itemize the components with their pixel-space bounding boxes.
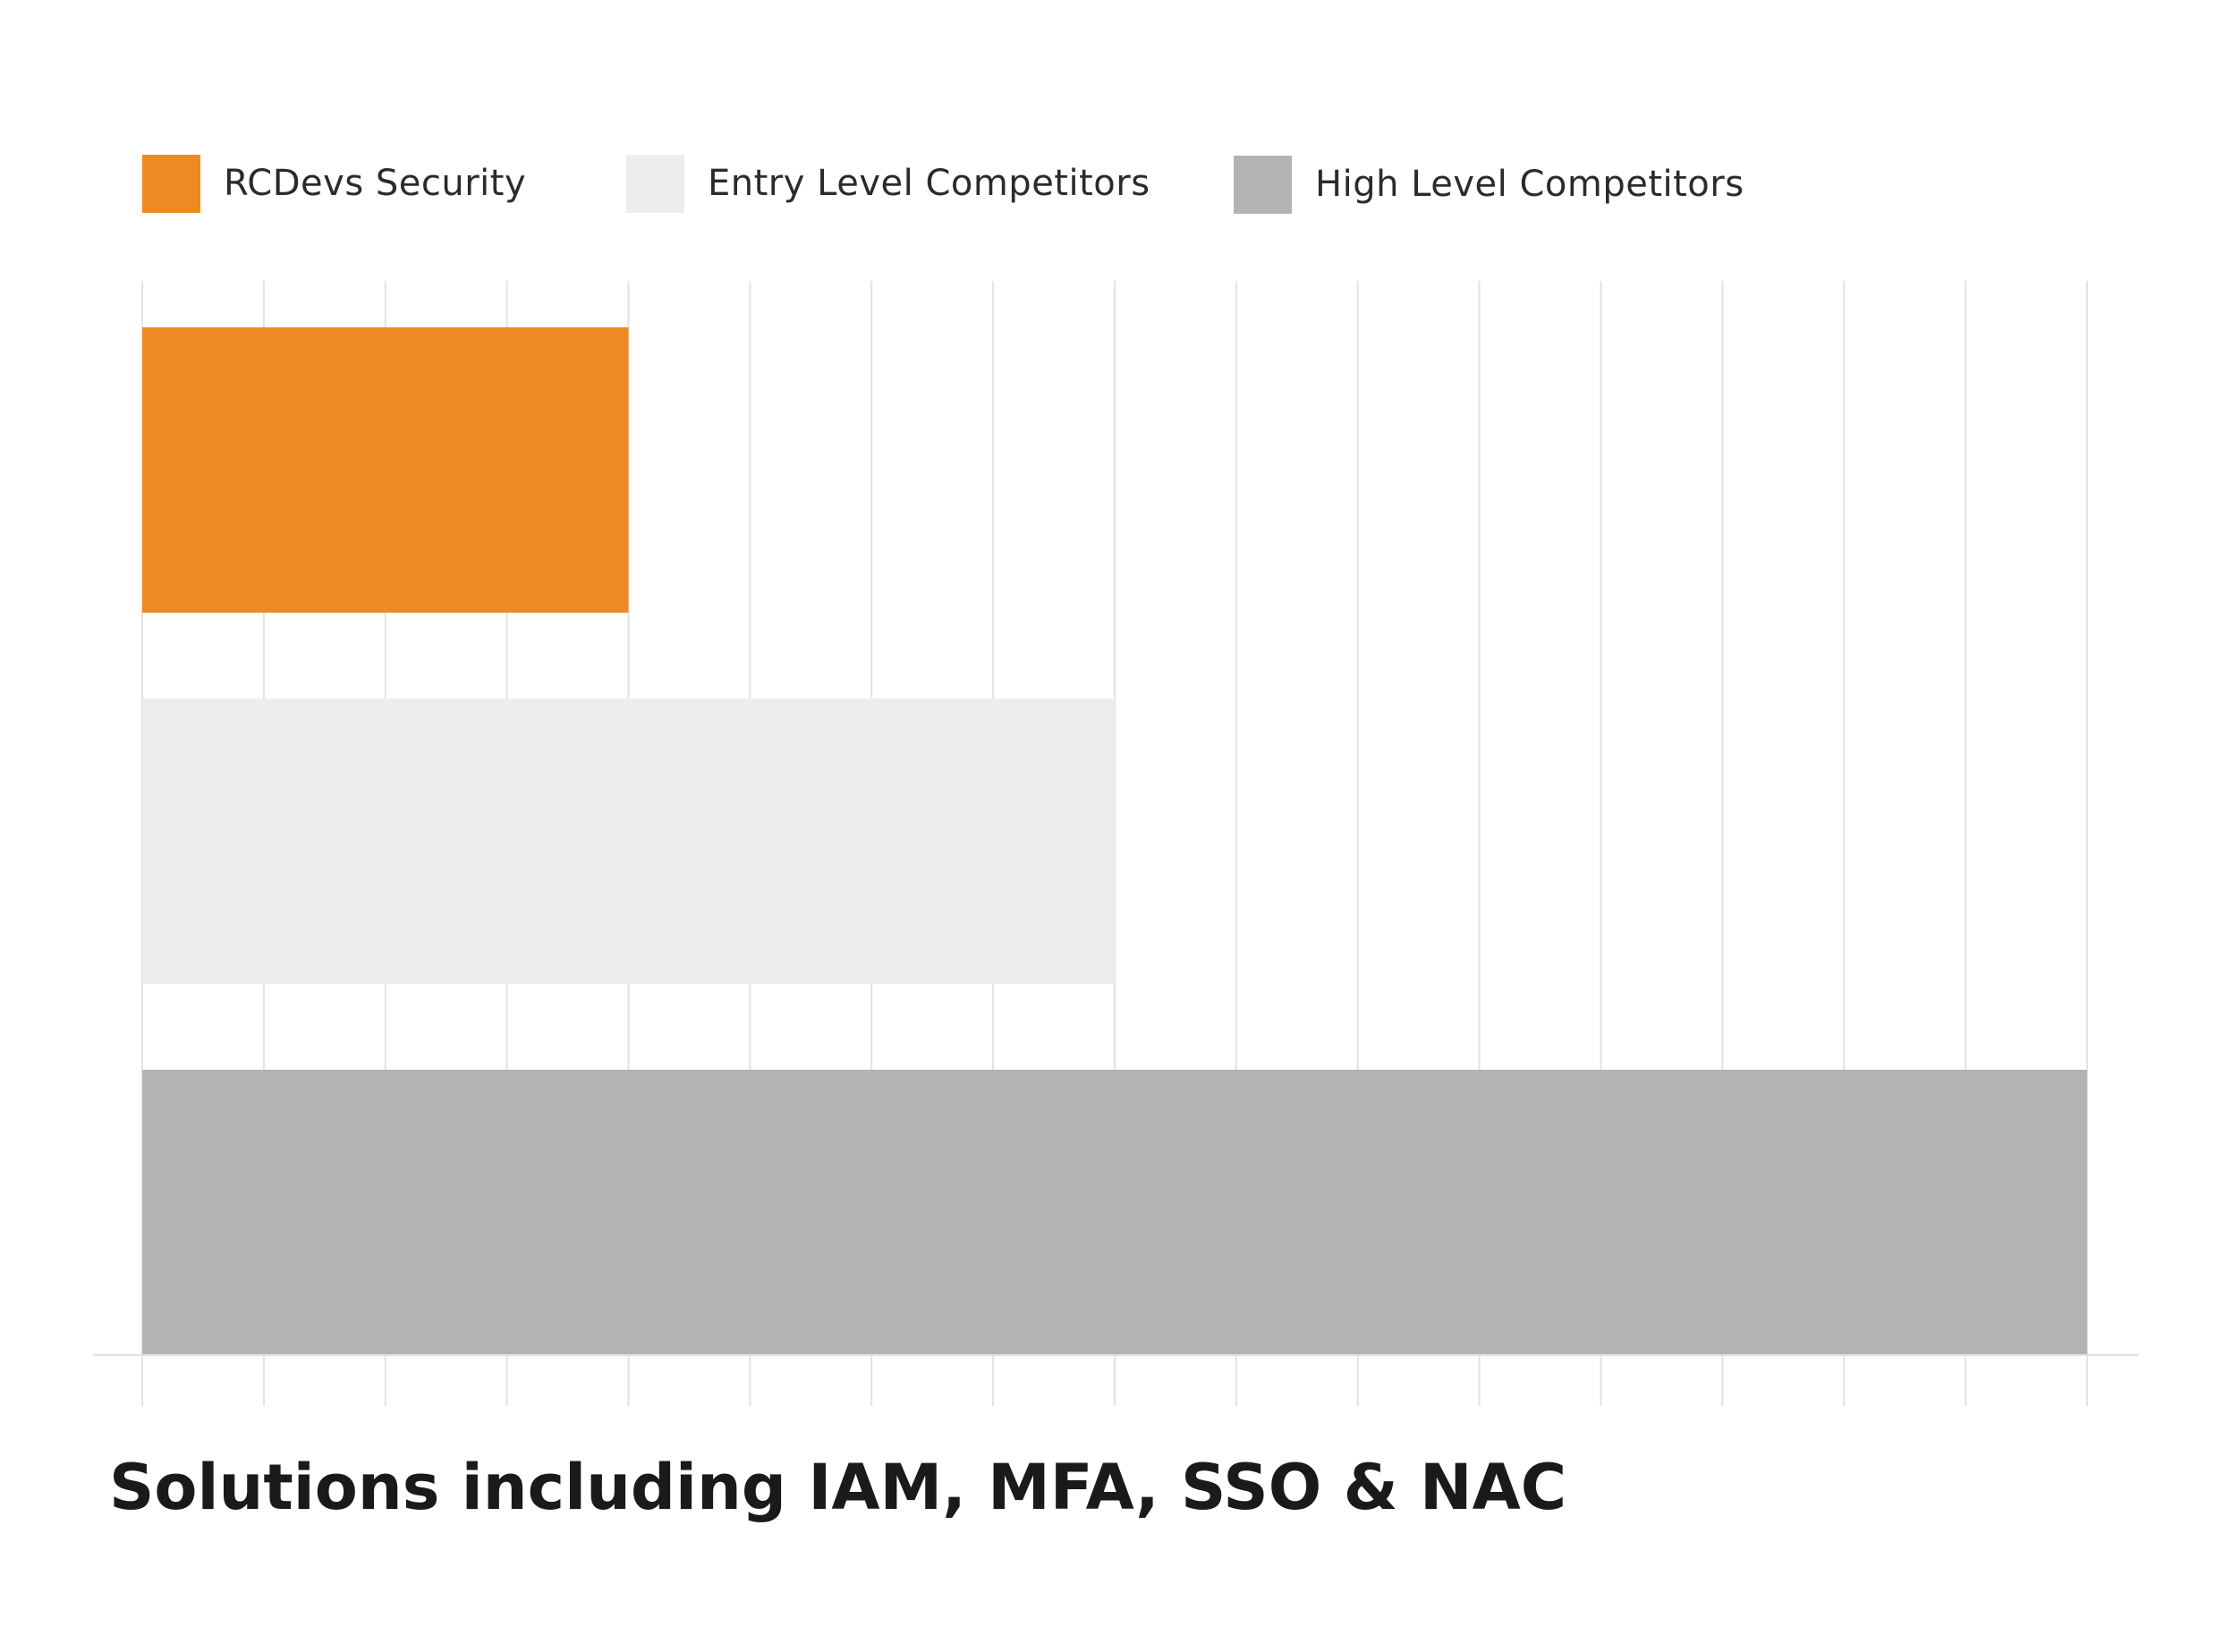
legend-swatch-entry-level-competitors [626,154,684,213]
legend-label-entry-level-competitors: Entry Level Competitors [708,163,1150,204]
bars [142,327,2087,1355]
legend-swatch-rcdevs-security [142,154,200,213]
bar-entry-level-competitors [142,699,1115,984]
legend-item-high-level-competitors: High Level Competitors [1234,155,1744,214]
chart-title: Solutions including IAM, MFA, SSO & NAC [109,1451,1567,1524]
legend-label-high-level-competitors: High Level Competitors [1315,164,1744,205]
bar-rcdevs-security [142,327,629,613]
legend-item-rcdevs-security: RCDevs Security [142,154,526,213]
legend-swatch-high-level-competitors [1234,155,1292,214]
bar-high-level-competitors [142,1070,2087,1355]
legend-item-entry-level-competitors: Entry Level Competitors [626,154,1150,213]
legend-label-rcdevs-security: RCDevs Security [224,163,527,204]
